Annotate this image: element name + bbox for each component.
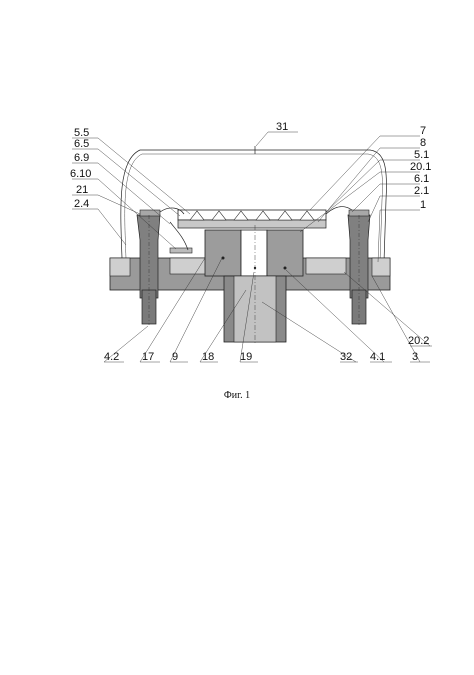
label-6-1: 6.1 bbox=[414, 173, 429, 185]
label-20-2: 20.2 bbox=[408, 335, 429, 347]
figure-caption: Фиг. 1 bbox=[223, 390, 251, 401]
leader-lines bbox=[72, 131, 432, 363]
label-4-1: 4.1 bbox=[370, 351, 385, 363]
block-left bbox=[204, 229, 242, 277]
label-21: 21 bbox=[76, 184, 88, 196]
label-31: 31 bbox=[276, 121, 288, 133]
block-center bbox=[240, 229, 268, 277]
label-32: 32 bbox=[340, 351, 352, 363]
label-6-10: 6.10 bbox=[70, 168, 91, 180]
label-1: 1 bbox=[420, 199, 426, 211]
label-2-4: 2.4 bbox=[74, 198, 89, 210]
label-9: 9 bbox=[172, 351, 178, 363]
label-5-1: 5.1 bbox=[414, 149, 429, 161]
right-electrode bbox=[347, 214, 371, 299]
label-3: 3 bbox=[412, 351, 418, 363]
left-electrode bbox=[136, 214, 161, 299]
label-6-9: 6.9 bbox=[74, 152, 89, 164]
label-17: 17 bbox=[142, 351, 154, 363]
label-8: 8 bbox=[420, 137, 426, 149]
dome-cover bbox=[120, 149, 387, 263]
label-4-2: 4.2 bbox=[104, 351, 119, 363]
teeth-row bbox=[189, 210, 315, 221]
label-6-5: 6.5 bbox=[74, 138, 89, 150]
label-2-1: 2.1 bbox=[414, 185, 429, 197]
label-18: 18 bbox=[202, 351, 214, 363]
label-7: 7 bbox=[420, 125, 426, 137]
label-19: 19 bbox=[240, 351, 252, 363]
label-5-5: 5.5 bbox=[74, 127, 89, 139]
label-20-1: 20.1 bbox=[410, 161, 431, 173]
